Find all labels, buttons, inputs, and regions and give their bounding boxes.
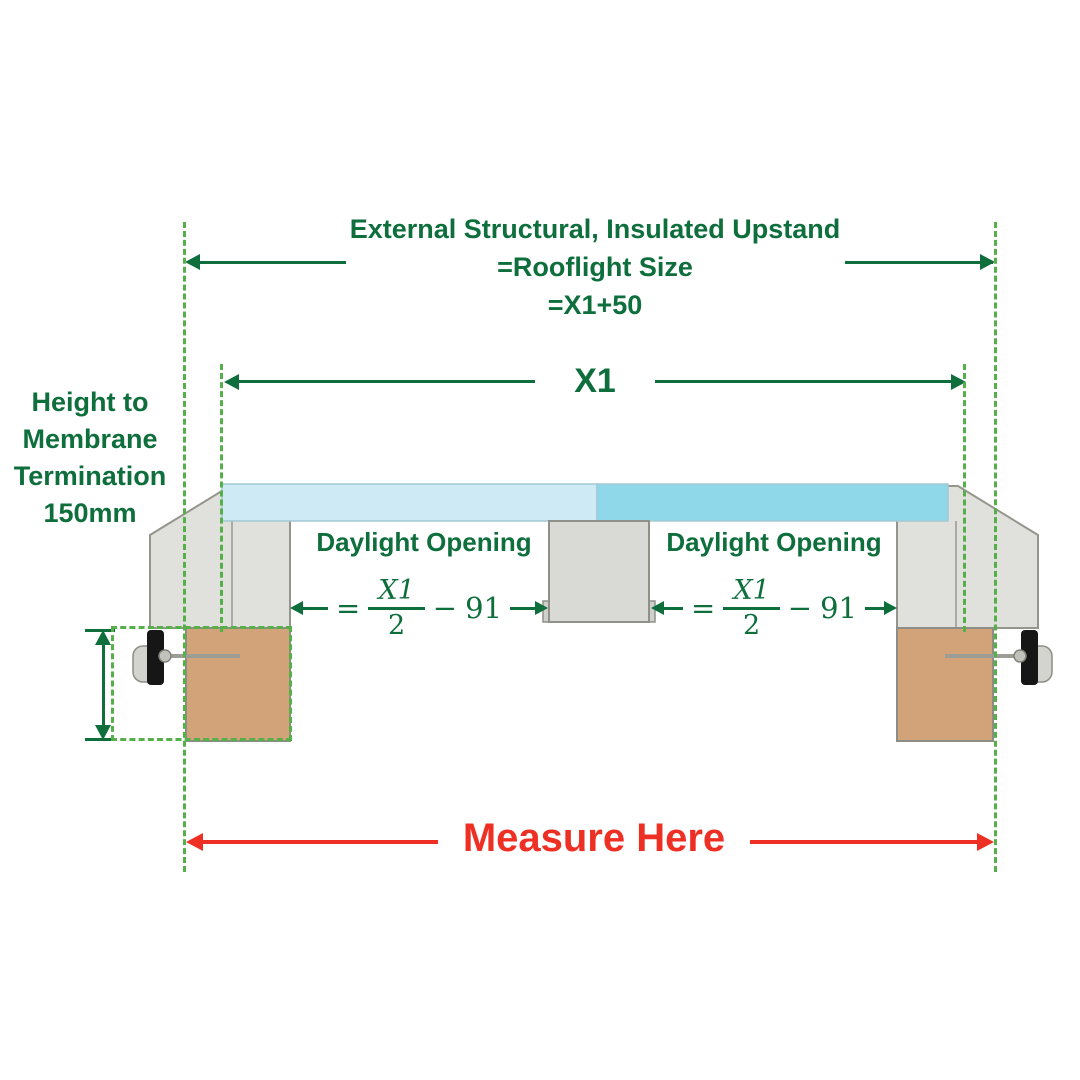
- height-annotation-line4: 150mm: [43, 498, 137, 528]
- height-arrowhead-down-icon: [95, 725, 111, 740]
- formula-minus: −: [432, 591, 458, 625]
- screw-head-left: [158, 649, 172, 663]
- formula-equals: =: [336, 591, 361, 625]
- upstand-annotation-line3: =X1+50: [547, 290, 643, 320]
- upstand-annotation: External Structural, Insulated Upstand =…: [240, 210, 950, 324]
- screw-head-right: [1013, 649, 1027, 663]
- formula-fraction: X1 2: [723, 576, 780, 641]
- formula-arrowhead-left-icon: [651, 601, 664, 615]
- height-annotation-line1: Height to: [31, 387, 149, 417]
- timber-highlight-box: [111, 626, 292, 741]
- x1-arrowhead-right-icon: [951, 374, 966, 390]
- formula-arrowhead-left-icon: [290, 601, 303, 615]
- datum-line-outer-right: [994, 222, 997, 872]
- upstand-arrowhead-right-icon: [980, 254, 995, 270]
- upstand-arrow-line-right: [845, 261, 993, 264]
- center-bar: [548, 520, 650, 623]
- daylight-opening-label-right: Daylight Opening: [666, 527, 882, 557]
- daylight-formula-expression: = X1 2 − 91: [683, 576, 865, 640]
- x1-arrowhead-left-icon: [224, 374, 239, 390]
- upstand-arrowhead-left-icon: [185, 254, 200, 270]
- gasket-right: [1021, 630, 1038, 685]
- height-annotation-line2: Membrane: [22, 424, 158, 454]
- daylight-opening-label-left: Daylight Opening: [316, 527, 532, 557]
- gasket-left: [147, 630, 164, 685]
- datum-line-inner-left: [220, 364, 223, 632]
- upstand-arrow-line-left: [198, 261, 346, 264]
- daylight-formula-right: = X1 2 − 91: [651, 575, 897, 641]
- datum-line-inner-right: [963, 364, 966, 632]
- height-dimension-line: [102, 644, 105, 726]
- formula-denominator: 2: [387, 610, 406, 641]
- formula-line-right: [864, 606, 884, 610]
- formula-numerator: X1: [368, 576, 425, 610]
- formula-fraction: X1 2: [368, 576, 425, 641]
- daylight-formula-expression: = X1 2 − 91: [328, 576, 510, 640]
- formula-numerator: X1: [723, 576, 780, 610]
- measure-here-label: Measure Here: [438, 816, 750, 861]
- timber-upstand-left: [185, 627, 291, 742]
- formula-term: 91: [465, 591, 502, 625]
- height-annotation: Height to Membrane Termination 150mm: [0, 384, 180, 532]
- upstand-annotation-line1: External Structural, Insulated Upstand: [349, 214, 841, 244]
- formula-equals: =: [691, 591, 716, 625]
- height-annotation-line3: Termination: [13, 461, 167, 491]
- timber-upstand-right: [896, 627, 994, 742]
- formula-minus: −: [787, 591, 813, 625]
- formula-line-right: [509, 606, 535, 610]
- datum-line-outer-left: [183, 222, 186, 872]
- formula-denominator: 2: [742, 610, 761, 641]
- measure-arrowhead-right-icon: [977, 833, 994, 851]
- formula-line-left: [664, 606, 684, 610]
- daylight-formula-left: = X1 2 − 91: [290, 575, 548, 641]
- glass-panel-right: [596, 483, 949, 522]
- formula-term: 91: [820, 591, 857, 625]
- height-arrowhead-up-icon: [95, 630, 111, 645]
- glass-panel-left: [221, 483, 598, 522]
- measure-arrowhead-left-icon: [186, 833, 203, 851]
- formula-arrowhead-right-icon: [884, 601, 897, 615]
- upstand-annotation-line2: =Rooflight Size: [497, 252, 693, 282]
- formula-arrowhead-right-icon: [535, 601, 548, 615]
- formula-line-left: [303, 606, 329, 610]
- x1-label: X1: [535, 360, 655, 403]
